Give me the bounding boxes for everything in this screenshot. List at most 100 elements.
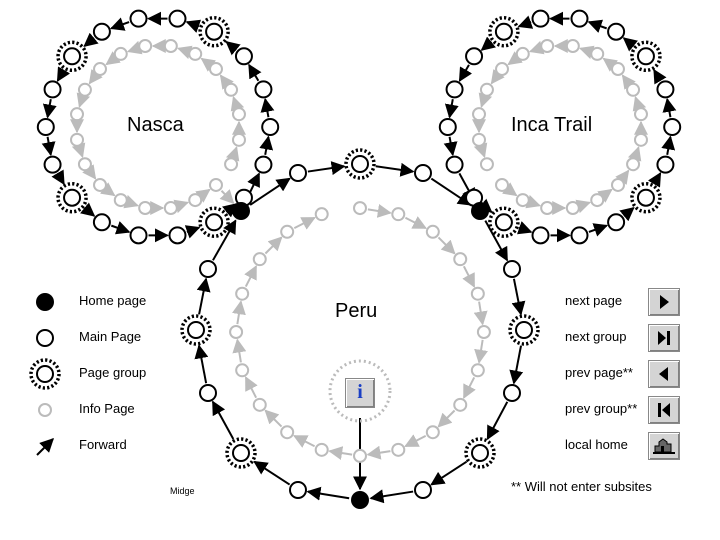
peru-node-2[interactable] [344, 148, 376, 180]
inca-edge-12 [517, 15, 534, 29]
next-group-button[interactable] [648, 324, 680, 352]
nasca-node-14[interactable] [234, 47, 253, 66]
info-page-button[interactable]: i [345, 378, 375, 408]
inca-node-5[interactable] [630, 181, 662, 214]
peru-info-edge-0 [367, 204, 392, 218]
peru-edge-14 [196, 277, 211, 315]
peru-node-15[interactable] [199, 260, 217, 278]
peru-node-3[interactable] [414, 164, 432, 182]
nasca-info-edge-15 [200, 57, 217, 72]
nasca-node-15[interactable] [254, 80, 273, 99]
nasca-node-8[interactable] [43, 80, 62, 99]
inca-node-3[interactable] [570, 226, 589, 245]
inca-node-15[interactable] [445, 80, 464, 99]
peru-node-7[interactable] [503, 384, 521, 402]
peru-edge-8 [430, 460, 468, 486]
inca-info-edge-9 [621, 74, 636, 90]
inca-node-14[interactable] [465, 47, 484, 66]
peru-info-node-5 [476, 325, 491, 339]
inca-edge-10 [587, 19, 608, 33]
next-page-button[interactable] [648, 288, 680, 316]
legend-home-page-label: Home page [79, 293, 147, 308]
peru-node-14[interactable] [180, 314, 212, 346]
page-group-node-icon[interactable] [29, 358, 61, 390]
peru-edge-0 [249, 177, 291, 206]
home-page-node-icon[interactable] [36, 293, 54, 311]
peru-node-1[interactable] [289, 164, 307, 182]
peru-info-edge-12 [264, 409, 283, 428]
inca-info-edge-1 [525, 194, 541, 209]
peru-info-edge-6 [462, 376, 476, 399]
inca-node-16[interactable] [438, 118, 457, 136]
peru-info-node-7 [453, 397, 468, 412]
nav-next-group-label: next group [565, 329, 627, 344]
nav-next-page-label: next page [565, 293, 623, 308]
inca-info-node-6 [626, 157, 641, 172]
prev-page-button[interactable] [648, 360, 680, 388]
peru-node-0[interactable] [232, 202, 250, 220]
inca-node-17[interactable] [445, 155, 464, 174]
inca-node-7[interactable] [663, 118, 682, 136]
nasca-info-exit-edge [219, 189, 235, 205]
nasca-node-5[interactable] [56, 181, 88, 214]
inca-node-12[interactable] [531, 9, 550, 28]
peru-node-4[interactable] [471, 202, 489, 220]
nasca-edge-17 [259, 135, 274, 155]
peru-node-5[interactable] [503, 260, 521, 278]
inca-node-1[interactable] [488, 206, 520, 239]
nasca-node-7[interactable] [36, 118, 55, 136]
peru-info-edge-15 [232, 300, 246, 325]
nasca-info-edge-19 [225, 146, 240, 162]
inca-edge-13 [480, 36, 496, 51]
nav-local-home-label: local home [565, 437, 628, 452]
nasca-info-node-15 [208, 62, 223, 77]
peru-edge-12 [211, 400, 235, 440]
peru-info-edge-2 [437, 236, 456, 255]
nasca-node-10[interactable] [92, 22, 111, 41]
nasca-node-13[interactable] [198, 15, 230, 48]
inca-node-11[interactable] [570, 9, 589, 28]
inca-node-4[interactable] [607, 213, 626, 232]
peru-info-node-4 [470, 286, 485, 301]
inca-node-9[interactable] [630, 40, 662, 73]
peru-node-10[interactable] [351, 491, 369, 509]
nasca-info-node-1 [188, 193, 203, 208]
nasca-node-12[interactable] [168, 9, 187, 28]
inca-node-13[interactable] [488, 15, 520, 48]
nasca-node-1[interactable] [198, 206, 230, 239]
local-home-button[interactable] [648, 432, 680, 460]
nasca-info-edge-1 [195, 188, 211, 203]
peru-node-8[interactable] [464, 437, 496, 469]
peru-info-node-6 [470, 363, 485, 378]
peru-node-12[interactable] [225, 437, 257, 469]
nasca-node-2[interactable] [168, 226, 187, 245]
inca-node-2[interactable] [531, 226, 550, 245]
peru-info-edge-4 [473, 301, 488, 326]
nasca-info-node-14 [188, 46, 203, 61]
prev-group-button[interactable] [648, 396, 680, 424]
nasca-info-edge-14 [177, 45, 193, 60]
nasca-node-11[interactable] [129, 9, 148, 28]
inca-node-6[interactable] [656, 155, 675, 174]
main-page-node-icon[interactable] [36, 329, 54, 347]
nasca-node-3[interactable] [129, 226, 148, 245]
nasca-node-4[interactable] [92, 213, 111, 232]
nasca-node-6[interactable] [43, 155, 62, 174]
peru-edge-10 [306, 486, 350, 501]
peru-node-11[interactable] [289, 481, 307, 499]
inca-info-node-10 [610, 62, 625, 77]
inca-info-edge-15 [490, 68, 505, 85]
inca-info-node-0 [495, 177, 510, 192]
peru-info-node-1 [391, 207, 406, 222]
peru-info-edge-17 [264, 236, 283, 255]
peru-node-9[interactable] [414, 481, 432, 499]
peru-node-6[interactable] [508, 314, 540, 346]
nasca-node-17[interactable] [254, 155, 273, 174]
nasca-node-9[interactable] [56, 40, 88, 73]
inca-node-10[interactable] [607, 22, 626, 41]
nasca-node-16[interactable] [261, 118, 280, 136]
peru-node-13[interactable] [199, 384, 217, 402]
inca-node-8[interactable] [656, 80, 675, 99]
peru-info-edge-1 [404, 216, 427, 230]
nasca-info-node-18 [231, 132, 246, 147]
